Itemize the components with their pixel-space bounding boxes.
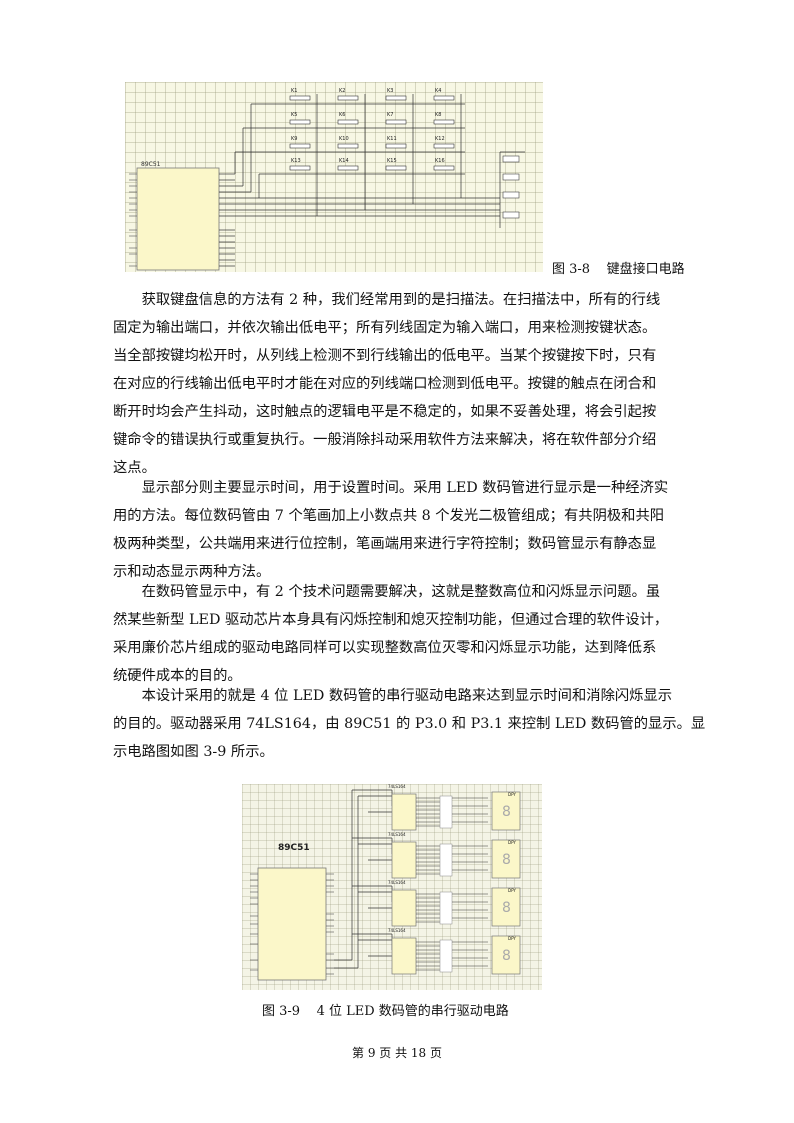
mcu-chip-label: 89C51 xyxy=(141,161,161,168)
led-driver-circuit-figure: 89C51 xyxy=(242,784,542,990)
text-line: 断开时均会产生抖动，这时触点的逻辑电平是不稳定的，如果不妥善处理，将会引起按 xyxy=(113,404,657,420)
svg-text:DPY: DPY xyxy=(508,888,516,893)
svg-text:74LS164: 74LS164 xyxy=(388,832,406,837)
key-row-1 xyxy=(289,95,455,101)
svg-text:K8: K8 xyxy=(435,112,441,118)
driver-stage-1: 74LS164 DPY 8 xyxy=(388,784,521,831)
svg-text:K12: K12 xyxy=(435,136,445,142)
page-footer: 第 9 页 共 18 页 xyxy=(352,1046,442,1060)
svg-text:K16: K16 xyxy=(435,158,445,164)
key-row-2 xyxy=(289,119,455,125)
svg-text:K1: K1 xyxy=(291,88,297,94)
text-line: 在数码管显示中，有 2 个技术问题需要解决，这就是整数高位和闪烁显示问题。虽 xyxy=(141,584,661,600)
key-labels: K1 K2 K3 K4 K5 K6 K7 K8 K9 K10 K11 K12 K… xyxy=(291,88,445,164)
svg-text:74LS164: 74LS164 xyxy=(388,784,406,789)
text-line: 的目的。驱动器采用 74LS164，由 89C51 的 P3.0 和 P3.1 … xyxy=(113,716,706,732)
svg-text:8: 8 xyxy=(502,948,511,964)
svg-text:K7: K7 xyxy=(387,112,393,118)
svg-text:74LS164: 74LS164 xyxy=(388,880,406,885)
mcu-chip-label: 89C51 xyxy=(278,843,310,853)
text-line: 采用廉价芯片组成的驱动电路同样可以实现整数高位灭零和闪烁显示功能，达到降低系 xyxy=(113,640,657,656)
mcu-pins xyxy=(250,873,334,975)
text-line: 本设计采用的就是 4 位 LED 数码管的串行驱动电路来达到显示时间和消除闪烁显… xyxy=(141,688,673,704)
svg-text:K3: K3 xyxy=(387,88,393,94)
text-line: 固定为输出端口，并依次输出低电平；所有列线固定为输入端口，用来检测按键状态。 xyxy=(113,320,657,336)
serial-bus xyxy=(334,789,393,969)
svg-text:8: 8 xyxy=(502,852,511,868)
svg-text:K2: K2 xyxy=(339,88,345,94)
svg-text:K14: K14 xyxy=(339,158,349,164)
text-line: 示和动态显示两种方法。 xyxy=(113,564,271,580)
figure-3-8-caption: 图 3-8 键盘接口电路 xyxy=(552,262,685,277)
svg-text:DPY: DPY xyxy=(508,840,516,845)
led-driver-schematic: 89C51 xyxy=(250,784,521,981)
svg-text:K13: K13 xyxy=(291,158,301,164)
paragraph-keyboard-scan: 获取键盘信息的方法有 2 种，我们经常用到的是扫描法。在扫描法中，所有的行线 固… xyxy=(113,286,693,482)
keyboard-circuit-figure: 89C51 xyxy=(125,82,543,272)
text-line: 键命令的错误执行或重复执行。一般消除抖动采用软件方法来解决，将在软件部分介绍 xyxy=(113,432,657,448)
keyboard-circuit-schematic: 89C51 xyxy=(129,88,525,271)
svg-text:8: 8 xyxy=(502,900,511,916)
svg-text:DPY: DPY xyxy=(508,792,516,797)
svg-text:K9: K9 xyxy=(291,136,297,142)
mcu-chip xyxy=(136,167,220,271)
text-line: 显示部分则主要显示时间，用于设置时间。采用 LED 数码管进行显示是一种经济实 xyxy=(141,480,669,496)
text-line: 极两种类型，公共端用来进行位控制，笔画端用来进行字符控制；数码管显示有静态显 xyxy=(113,536,657,552)
paragraph-design: 本设计采用的就是 4 位 LED 数码管的串行驱动电路来达到显示时间和消除闪烁显… xyxy=(113,682,706,766)
svg-text:K10: K10 xyxy=(339,136,349,142)
mcu-chip xyxy=(257,867,327,981)
pullup-resistors xyxy=(502,155,520,219)
svg-text:K15: K15 xyxy=(387,158,397,164)
text-line: 示电路图如图 3-9 所示。 xyxy=(113,744,274,760)
text-line: 当全部按键均松开时，从列线上检测不到行线输出的低电平。当某个按键按下时，只有 xyxy=(113,348,657,364)
key-row-3 xyxy=(289,143,455,149)
driver-stage-3: 74LS164 DPY 8 xyxy=(388,880,521,927)
mcu-left-pins xyxy=(129,173,137,267)
svg-text:DPY: DPY xyxy=(508,936,516,941)
driver-stage-4: 74LS164 DPY 8 xyxy=(388,928,521,975)
text-line: 然某些新型 LED 驱动芯片本身具有闪烁控制和熄灭控制功能，但通过合理的软件设计… xyxy=(113,612,669,628)
text-line: 这点。 xyxy=(113,460,156,476)
driver-stage-2: 74LS164 DPY 8 xyxy=(388,832,521,879)
svg-text:K4: K4 xyxy=(435,88,441,94)
paragraph-display: 显示部分则主要显示时间，用于设置时间。采用 LED 数码管进行显示是一种经济实 … xyxy=(113,474,693,586)
text-line: 在对应的行线输出低电平时才能在对应的列线端口检测到低电平。按键的触点在闭合和 xyxy=(113,376,657,392)
svg-text:K11: K11 xyxy=(387,136,397,142)
text-line: 获取键盘信息的方法有 2 种，我们经常用到的是扫描法。在扫描法中，所有的行线 xyxy=(141,292,661,308)
text-line: 用的方法。每位数码管由 7 个笔画加上小数点共 8 个发光二极管组成；有共阴极和… xyxy=(113,508,665,524)
text-line: 统硬件成本的目的。 xyxy=(113,668,242,684)
key-row-4 xyxy=(289,165,455,171)
svg-text:74LS164: 74LS164 xyxy=(388,928,406,933)
figure-3-9-caption: 图 3-9 4 位 LED 数码管的串行驱动电路 xyxy=(262,1004,509,1019)
key-matrix xyxy=(289,95,455,171)
svg-text:8: 8 xyxy=(502,804,511,820)
mcu-port-lines xyxy=(219,94,525,267)
svg-text:K5: K5 xyxy=(291,112,297,118)
svg-text:K6: K6 xyxy=(339,112,345,118)
paragraph-digit-issues: 在数码管显示中，有 2 个技术问题需要解决，这就是整数高位和闪烁显示问题。虽 然… xyxy=(113,578,693,690)
